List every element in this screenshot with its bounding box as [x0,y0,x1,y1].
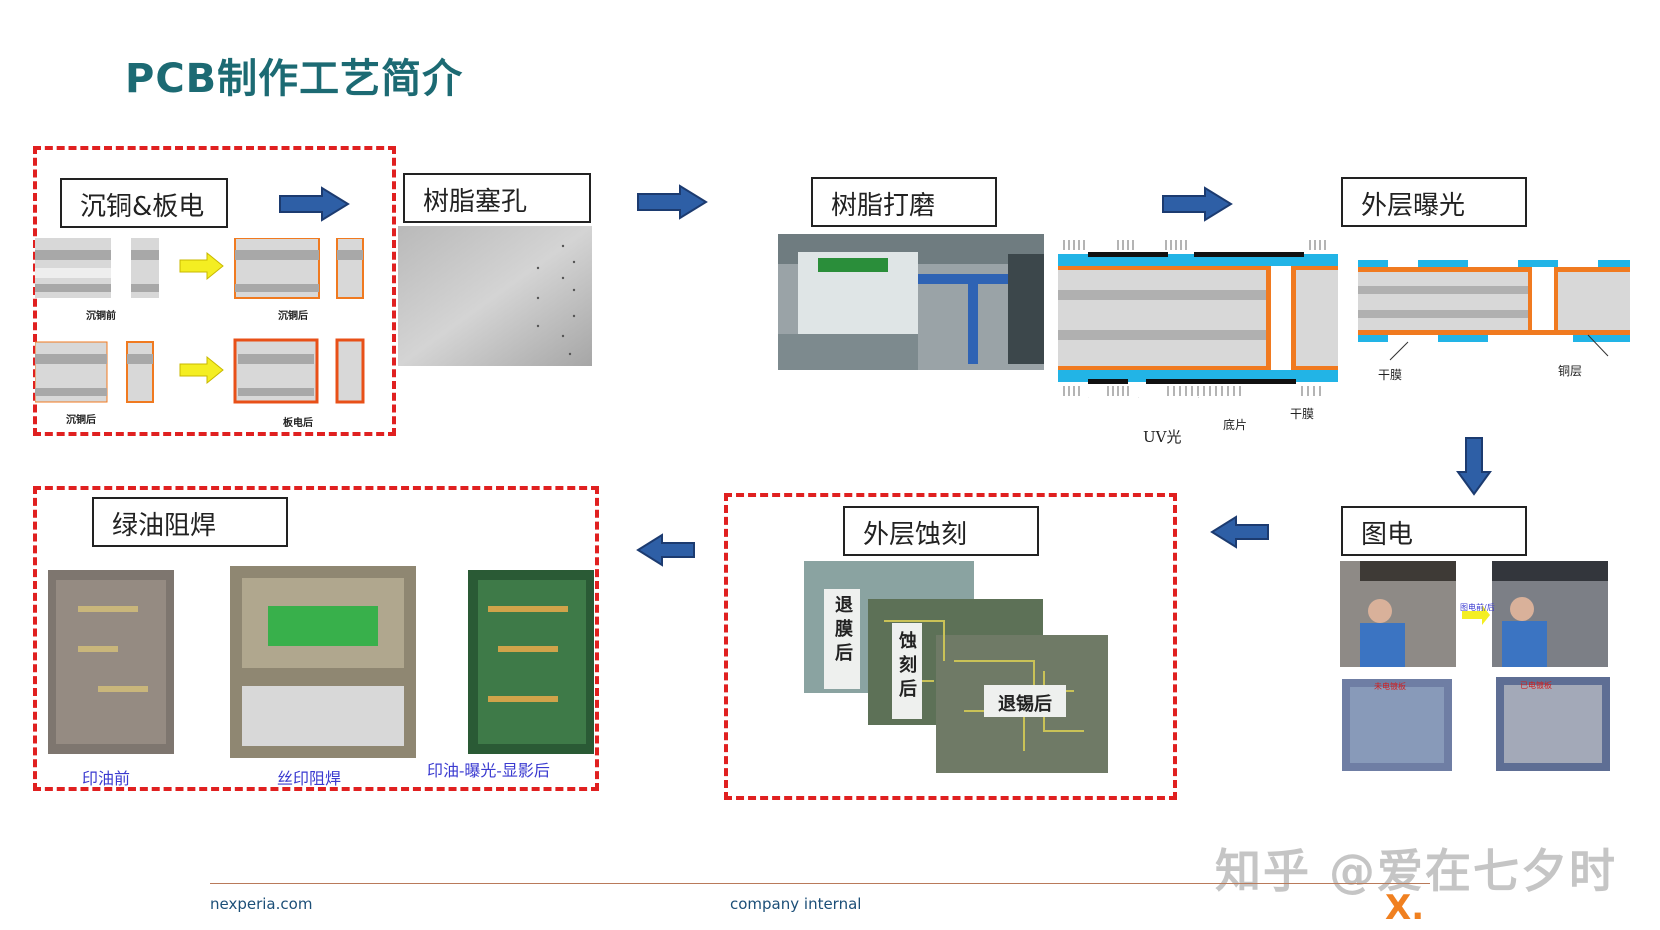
etch-char: 刻 [899,655,917,676]
resin-plug-photo [398,226,592,366]
footer-left-text: nexperia.com [210,895,313,913]
caption-before-copper: 沉铜前 [86,311,116,322]
pattern-plating-photos [1340,561,1610,771]
step-label-pattern-plating: 图电 [1341,506,1527,556]
solder-mask-photos [48,566,594,758]
caption-dry-film: 干膜 [1290,407,1315,421]
arrow-left-icon [636,533,695,567]
exposure-cross-section-diagram [1058,240,1338,398]
copper-cross-section-diagram [35,238,365,404]
etch-char: 膜 [835,619,853,640]
arrow-left-icon [1210,515,1269,549]
caption-uv-light: UV光 [1143,428,1182,446]
caption-unplated-board: 未电镀板 [1374,682,1406,691]
caption-after-develop: 印油-曝光-显影后 [427,761,550,780]
step-label-outer-etching: 外层蚀刻 [843,506,1039,556]
outer-etching-group [724,493,1177,800]
footer-center-text: company internal [730,895,862,913]
etch-label-etched: 蚀 刻 后 [899,630,919,702]
caption-before-ink: 印油前 [82,769,131,788]
caption-plated-board: 已电镀板 [1520,681,1552,690]
etch-char: 后 [835,643,853,664]
page-title: PCB制作工艺简介 [125,56,464,102]
etch-char: 后 [899,679,917,700]
caption-plating-before-after: 图电前/后 [1460,603,1495,612]
outer-exposure-diagram [1358,260,1630,361]
etching-boards-photo [804,561,1108,773]
step-label-solder-mask: 绿油阻焊 [92,497,288,547]
nexperia-logo: X. [1385,888,1425,928]
etch-label-tin-strip: 退锡后 [998,694,1052,715]
caption-after-plating: 板电后 [283,418,313,429]
step-label-copper-plating: 沉铜&板电 [60,178,228,228]
arrow-right-icon [279,186,350,222]
caption-phototool: 底片 [1223,418,1248,432]
solder-mask-group [33,486,599,791]
arrow-right-icon [637,184,708,220]
caption-dry-film-2: 干膜 [1378,368,1403,382]
footer-divider [210,883,1430,884]
step-label-resin-grinding: 树脂打磨 [811,177,997,227]
caption-after-copper-2: 沉铜后 [66,415,96,426]
etch-label-strip: 退 膜 后 [835,594,855,666]
arrow-down-icon [1456,437,1492,496]
watermark: 知乎 @爱在七夕时 [1215,844,1618,898]
etch-char: 蚀 [899,631,917,652]
step-label-outer-exposure: 外层曝光 [1341,177,1527,227]
caption-copper-layer: 铜层 [1558,364,1583,378]
caption-screen-print: 丝印阻焊 [277,769,342,788]
arrow-right-icon [1162,186,1233,222]
grinding-machine-photo [778,234,1044,370]
caption-after-copper: 沉铜后 [278,311,308,322]
step-label-resin-plug: 树脂塞孔 [403,173,591,223]
etch-char: 退 [835,595,853,616]
